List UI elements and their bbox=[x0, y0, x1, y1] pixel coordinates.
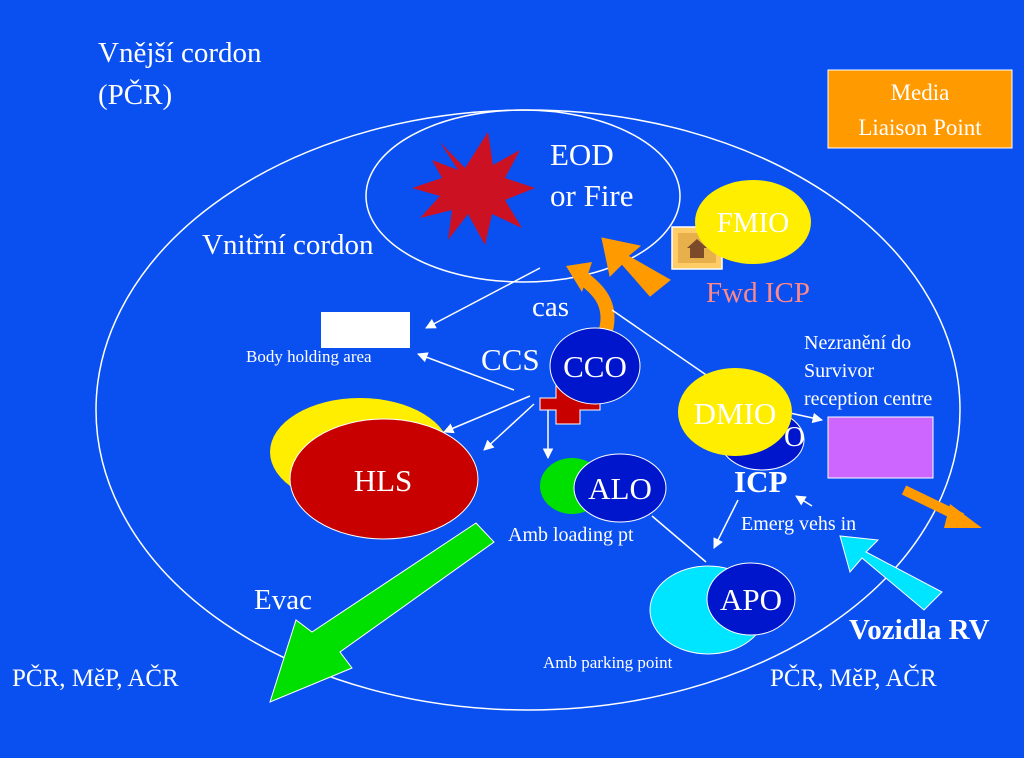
media-label-line2: Liaison Point bbox=[858, 115, 982, 140]
arrow-to-body-label bbox=[417, 352, 515, 391]
survivor-label-line2: Survivor bbox=[804, 360, 874, 382]
media-liaison-box bbox=[827, 69, 1013, 149]
amb-parking-label: Amb parking point bbox=[543, 653, 673, 672]
apo-label: APO bbox=[720, 582, 782, 617]
hls-label: HLS bbox=[354, 463, 413, 498]
arrow-to-hls-1 bbox=[443, 395, 531, 434]
apo-ellipse bbox=[706, 562, 796, 636]
amb-loading-label: Amb loading pt bbox=[508, 524, 634, 546]
incoming-vehicles-arrow bbox=[839, 535, 943, 611]
hls-red-ellipse bbox=[289, 418, 479, 540]
arrow-emerg-to-icp bbox=[795, 495, 813, 507]
arrow-to-body-box bbox=[425, 267, 541, 329]
explosion-burst-icon bbox=[412, 132, 535, 245]
outer-cordon-sublabel: (PČR) bbox=[98, 78, 172, 111]
icp-label: ICP bbox=[734, 464, 787, 499]
survivor-centre-box bbox=[827, 416, 934, 479]
outer-cordon-label: Vnější cordon bbox=[98, 37, 262, 69]
cco-ellipse bbox=[549, 327, 641, 405]
eod-sublabel: or Fire bbox=[550, 178, 634, 213]
fmio-label: FMIO bbox=[717, 207, 790, 239]
alo-ellipse bbox=[573, 453, 667, 523]
survivor-label-line3: reception centre bbox=[804, 388, 932, 410]
fwd-icp-arrow bbox=[601, 237, 671, 297]
ccs-label: CCS bbox=[481, 342, 540, 377]
evac-label: Evac bbox=[254, 584, 312, 616]
arrow-to-hls-2 bbox=[483, 403, 535, 451]
media-label-line1: Media bbox=[891, 80, 950, 105]
fwd-icp-label: Fwd ICP bbox=[706, 277, 810, 309]
casualty-path-arrowhead bbox=[566, 262, 592, 292]
left-agencies-label: PČR, MěP, AČR bbox=[12, 664, 179, 692]
emerg-vehs-label: Emerg vehs in bbox=[741, 513, 856, 535]
body-holding-label: Body holding area bbox=[246, 347, 372, 366]
cco-label: CCO bbox=[563, 349, 627, 384]
inner-cordon-label: Vnitřní cordon bbox=[202, 229, 374, 261]
alo-label: ALO bbox=[588, 471, 652, 506]
survivor-label-line1: Nezranění do bbox=[804, 332, 911, 354]
evac-arrow bbox=[269, 522, 495, 703]
body-holding-box bbox=[321, 312, 410, 348]
inner-cordon-ellipse bbox=[365, 109, 681, 283]
cas-label: cas bbox=[532, 291, 569, 323]
eod-label: EOD bbox=[550, 137, 614, 172]
fmio-ellipse bbox=[695, 180, 811, 264]
arrow-icp-to-parking bbox=[713, 499, 739, 549]
icp-hidden-letter: O bbox=[784, 421, 805, 453]
right-agencies-label: PČR, MěP, AČR bbox=[770, 664, 937, 692]
line-loading-to-parking bbox=[651, 515, 707, 563]
dmio-ellipse bbox=[678, 368, 792, 456]
vozidla-label: Vozidla RV bbox=[849, 614, 990, 646]
dmio-label: DMIO bbox=[694, 396, 777, 431]
survivor-exit-arrowhead bbox=[944, 504, 982, 528]
